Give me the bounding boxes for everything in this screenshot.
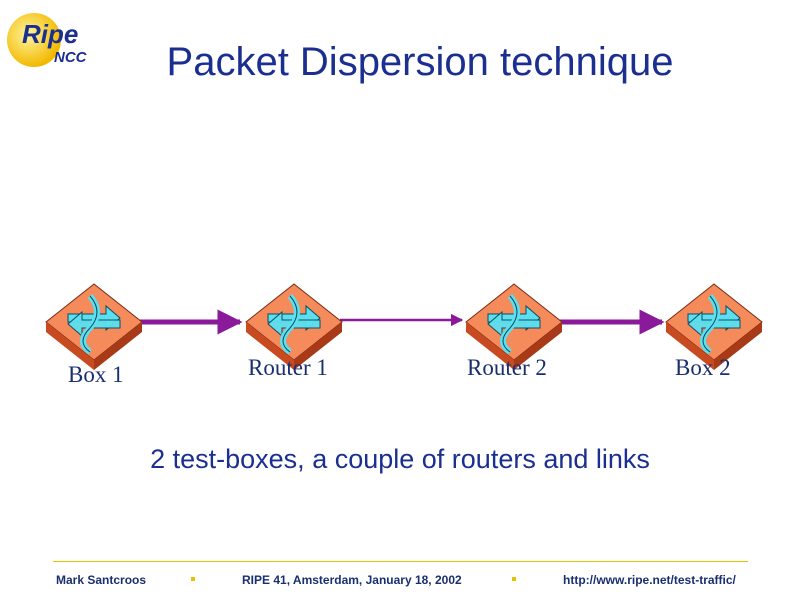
slide-title: Packet Dispersion technique	[166, 40, 674, 84]
node-label-router1: Router 1	[248, 355, 328, 380]
node-label-box1: Box 1	[68, 362, 124, 387]
footer-divider	[53, 561, 748, 562]
node-label-box2: Box 2	[675, 355, 731, 380]
footer-url: http://www.ripe.net/test-traffic/	[563, 573, 736, 587]
ripe-ncc-logo: Ripe NCC	[7, 13, 88, 67]
footer-author: Mark Santcroos	[56, 573, 147, 587]
slide-caption: 2 test-boxes, a couple of routers and li…	[150, 444, 650, 474]
box1-router-icon	[46, 284, 142, 370]
logo-word: Ripe	[22, 19, 78, 49]
footer-event: RIPE 41, Amsterdam, January 18, 2002	[242, 573, 462, 587]
network-diagram	[0, 270, 800, 410]
footer-bullet	[191, 577, 195, 581]
footer-bullet	[512, 577, 516, 581]
node-label-router2: Router 2	[467, 355, 547, 380]
logo-sub: NCC	[54, 49, 88, 66]
